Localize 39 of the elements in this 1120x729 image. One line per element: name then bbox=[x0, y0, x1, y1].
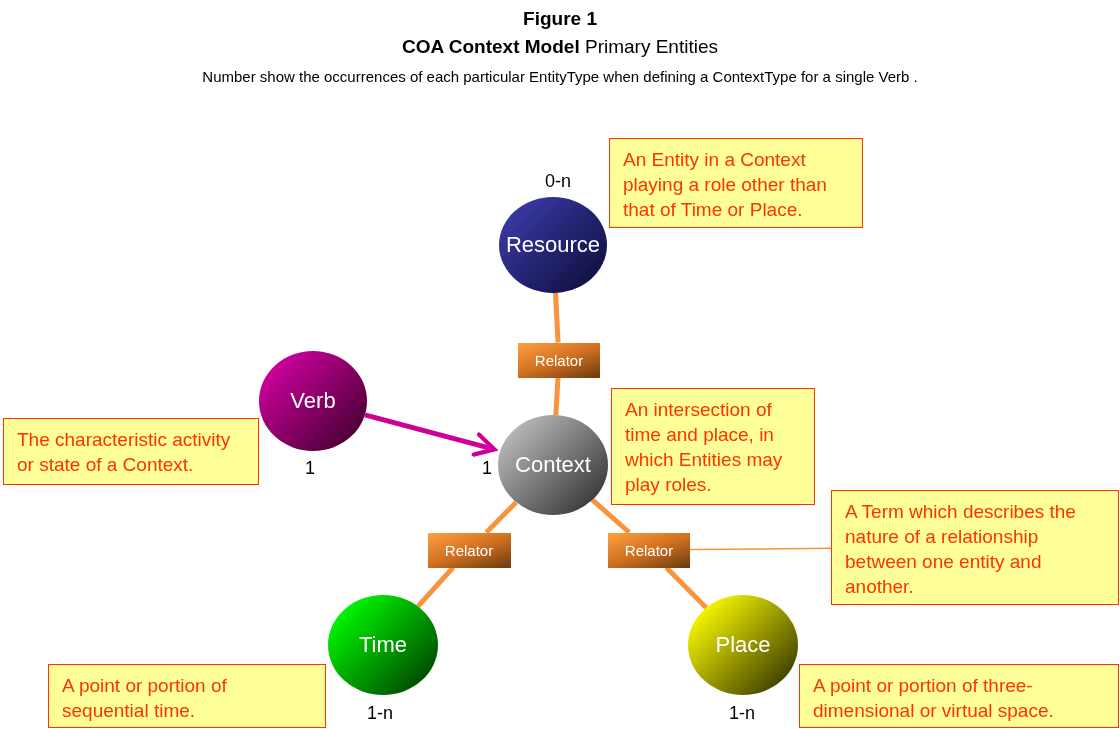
note-box bbox=[799, 664, 1119, 728]
relator-box bbox=[427, 532, 511, 568]
subtitle: COA Context Model Primary Entities bbox=[401, 36, 719, 58]
note-text: An intersection of time and place, in which Entities may play roles. bbox=[625, 397, 784, 497]
connector-line bbox=[664, 565, 708, 610]
entity-label: Resource bbox=[505, 232, 601, 258]
multiplicity-label: 1-n bbox=[729, 702, 755, 724]
connector-line bbox=[590, 498, 631, 535]
note-text: A point or portion of three-dimensional or virtual space. bbox=[813, 674, 1055, 723]
note-box bbox=[3, 417, 259, 485]
figure-title: Figure 1 bbox=[522, 8, 598, 30]
connector-line bbox=[484, 500, 519, 535]
relator-label: Relator bbox=[624, 541, 674, 559]
note-text: A point or portion of sequential time. bbox=[62, 674, 228, 723]
connector-line bbox=[553, 292, 561, 343]
multiplicity-label: 1-n bbox=[367, 702, 393, 724]
arrow bbox=[364, 412, 497, 457]
multiplicity-label: 0-n bbox=[545, 170, 571, 192]
multiplicity-label: 1 bbox=[305, 457, 315, 479]
note-text: Number show the occurrences of each particular EntityType when defining a ContextType for a single Verb . bbox=[201, 68, 919, 85]
relator-box bbox=[608, 532, 690, 568]
note-box bbox=[609, 138, 863, 228]
entity-label: Time bbox=[358, 632, 408, 658]
note-text: A Term which describes the nature of a relationship between one entity and another. bbox=[845, 499, 1077, 599]
entity-label: Verb bbox=[290, 388, 336, 414]
note-box bbox=[48, 664, 326, 728]
note-box bbox=[611, 387, 815, 505]
relator-label: Relator bbox=[444, 541, 494, 559]
note-text: The characteristic activity or state of a Context. bbox=[17, 427, 232, 477]
multiplicity-label: 1 bbox=[482, 457, 492, 479]
note-box bbox=[831, 489, 1119, 605]
note-text: An Entity in a Context playing a role other than that of Time or Place. bbox=[623, 148, 828, 222]
entity-label: Context bbox=[515, 452, 591, 478]
leader-line bbox=[689, 547, 832, 551]
relator-box bbox=[518, 342, 600, 378]
connector-line bbox=[416, 565, 455, 609]
relator-label: Relator bbox=[534, 351, 584, 369]
connector-line bbox=[553, 377, 561, 416]
entity-label: Place bbox=[715, 632, 771, 658]
